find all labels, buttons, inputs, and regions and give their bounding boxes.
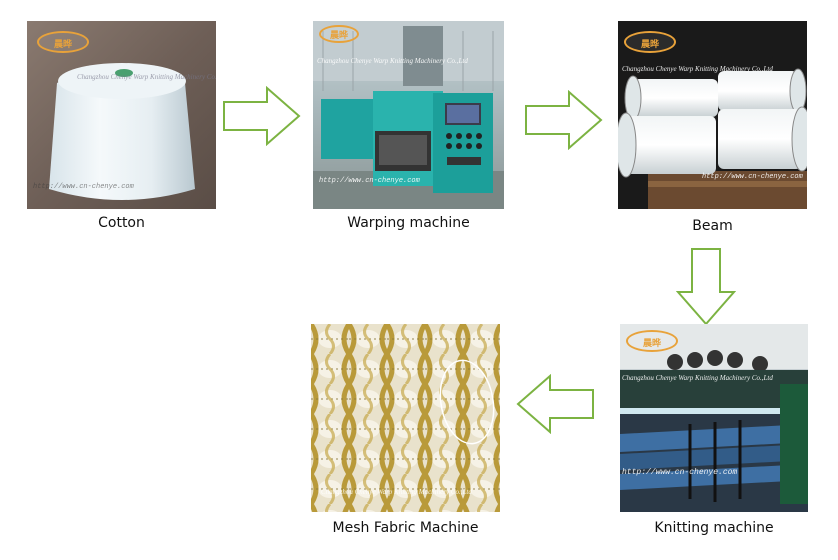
- company-watermark: Changzhou Chenye Warp Knitting Machinery…: [77, 73, 216, 81]
- url-watermark: http://www.cn-chenye.com: [622, 468, 738, 477]
- mesh-fabric-image: [311, 324, 500, 512]
- company-watermark: Changzhou Chenye Warp Knitting Machinery…: [321, 488, 472, 496]
- arrow-right-icon: [223, 86, 301, 146]
- knitting-machine-image: [620, 324, 808, 512]
- brand-logo: 晨晔: [626, 330, 678, 352]
- cotton-cone-image: [49, 63, 195, 200]
- step-caption-warping: Warping machine: [347, 215, 470, 231]
- arrow-down-icon: [676, 248, 736, 326]
- warping-machine-photo: 晨晔 Changzhou Chenye Warp Knitting Machin…: [313, 21, 504, 209]
- beam-photo: 晨晔 Changzhou Chenye Warp Knitting Machin…: [618, 21, 807, 209]
- arrow-left-icon: [516, 374, 594, 434]
- company-watermark: Changzhou Chenye Warp Knitting Machinery…: [622, 65, 773, 73]
- brand-logo: 晨晔: [37, 31, 89, 53]
- knitting-machine-photo: 晨晔 Changzhou Chenye Warp Knitting Machin…: [620, 324, 808, 512]
- brand-logo: 晨晔: [624, 31, 676, 53]
- url-watermark: http://www.cn-chenye.com: [319, 177, 420, 185]
- company-watermark: Changzhou Chenye Warp Knitting Machinery…: [317, 57, 468, 65]
- cotton-photo: 晨晔 Changzhou Chenye Warp Knitting Machin…: [27, 21, 216, 209]
- company-watermark: Changzhou Chenye Warp Knitting Machinery…: [622, 374, 773, 382]
- step-caption-cotton: Cotton: [98, 215, 145, 231]
- beam-image: [618, 68, 807, 209]
- step-caption-mesh: Mesh Fabric Machine: [332, 520, 479, 536]
- url-watermark: http://www.cn-chenye.com: [33, 183, 134, 191]
- step-caption-knitting: Knitting machine: [654, 520, 774, 536]
- step-caption-beam: Beam: [692, 218, 733, 234]
- url-watermark: http://www.cn-chenye.com: [702, 173, 803, 181]
- brand-logo: 晨晔: [319, 25, 359, 43]
- mesh-fabric-photo: Changzhou Chenye Warp Knitting Machinery…: [311, 324, 500, 512]
- arrow-right-icon: [525, 90, 603, 150]
